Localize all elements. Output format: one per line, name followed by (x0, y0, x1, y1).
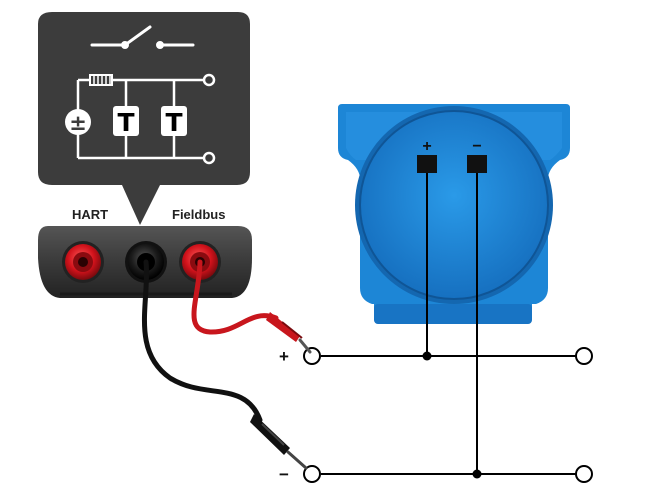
source-symbol-label: ± (69, 111, 87, 135)
fieldbus-label: Fieldbus (172, 207, 225, 222)
hart-label: HART (72, 207, 108, 222)
transmitter-minus-label: − (472, 138, 481, 155)
red-test-lead[interactable] (191, 259, 312, 354)
junction-plus (422, 351, 432, 361)
circuit-callout: ± T T (38, 12, 250, 225)
callout-bubble (38, 12, 250, 225)
hart-jack[interactable] (62, 241, 104, 283)
switch-element-right-label: T (165, 108, 182, 137)
bus-terminal-plus-right[interactable] (575, 347, 593, 365)
circuit-wiring (76, 78, 204, 160)
switch-element-left-label: T (117, 108, 134, 137)
resistor-symbol (89, 74, 113, 86)
circuit-terminal-top (202, 73, 216, 87)
bus-plus-label: + (279, 347, 289, 366)
transmitter-terminal-minus (467, 155, 487, 173)
transmitter-terminal-plus (417, 155, 437, 173)
bus-wiring (321, 173, 576, 475)
switch-symbol (90, 25, 195, 49)
source-symbol (65, 109, 91, 135)
transmitter-plus-label: + (422, 138, 431, 155)
circuit-terminal-bottom (202, 151, 216, 165)
bus-terminal-plus-left[interactable] (303, 347, 321, 365)
black-test-lead[interactable] (142, 259, 308, 470)
bus-terminal-minus-left[interactable] (303, 465, 321, 483)
bus-terminal-minus-right[interactable] (575, 465, 593, 483)
switch-element-right (161, 106, 187, 136)
switch-element-left (113, 106, 139, 136)
junction-minus (472, 469, 482, 479)
bus-minus-label: − (279, 465, 289, 484)
transmitter-housing (338, 104, 570, 324)
